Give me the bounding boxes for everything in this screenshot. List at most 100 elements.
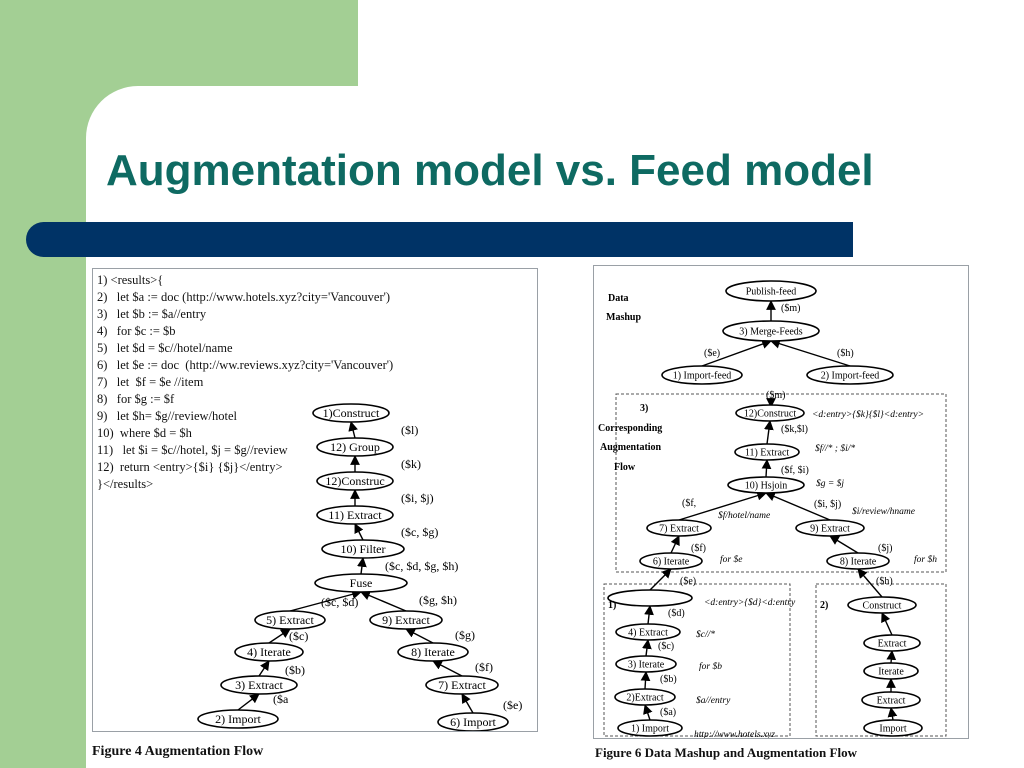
slide-top-band bbox=[358, 0, 1024, 86]
flow-node: 3) Extract bbox=[220, 675, 298, 695]
title-underline-bar bbox=[26, 222, 853, 257]
svg-text:3) Extract: 3) Extract bbox=[235, 678, 283, 692]
flow-node: 11) Extract bbox=[316, 505, 394, 525]
expression-annotation: $f/hotel/name bbox=[718, 510, 770, 521]
svg-text:2)Extract: 2)Extract bbox=[626, 693, 663, 704]
code-line: 5) let $d = $c//hotel/name bbox=[97, 341, 233, 355]
svg-text:6) Iterate: 6) Iterate bbox=[653, 557, 690, 568]
flow-edge bbox=[268, 628, 291, 644]
flow-edge bbox=[770, 338, 851, 367]
flow-node: 2) Import-feed bbox=[806, 365, 894, 385]
svg-text:8) Iterate: 8) Iterate bbox=[411, 645, 455, 659]
flow-node: Iterate bbox=[863, 662, 919, 680]
svg-text:1) Import-feed: 1) Import-feed bbox=[673, 371, 732, 382]
flow-node: 10) Filter bbox=[321, 539, 405, 559]
expression-annotation: <d:entry>{$d}<d:entry bbox=[704, 597, 796, 608]
svg-text:11) Extract: 11) Extract bbox=[745, 448, 790, 459]
svg-text:11) Extract: 11) Extract bbox=[328, 508, 382, 522]
svg-text:9) Extract: 9) Extract bbox=[810, 524, 850, 535]
edge-label: ($f) bbox=[691, 543, 706, 554]
section-label: Data bbox=[608, 293, 629, 304]
flow-edge bbox=[258, 660, 270, 677]
svg-text:2) Import: 2) Import bbox=[215, 712, 261, 726]
flow-node: 7) Extract bbox=[646, 519, 712, 537]
flow-node: 3) Iterate bbox=[615, 655, 677, 673]
expression-annotation: $g = $j bbox=[816, 478, 844, 489]
svg-text:3) Iterate: 3) Iterate bbox=[628, 660, 665, 671]
code-line: 11) let $i = $c//hotel, $j = $g//review bbox=[97, 443, 288, 457]
edge-label: ($d) bbox=[668, 608, 685, 619]
flow-node: Extract bbox=[863, 634, 921, 652]
edge-label: ($k,$l) bbox=[781, 424, 808, 435]
svg-text:6) Import: 6) Import bbox=[450, 715, 496, 729]
section-label: Corresponding bbox=[598, 423, 662, 434]
edge-label: ($a bbox=[273, 692, 289, 706]
flow-node: 1) Import bbox=[617, 719, 683, 737]
flow-edge bbox=[829, 535, 859, 554]
flow-node: 5) Extract bbox=[254, 610, 326, 630]
svg-text:4) Extract: 4) Extract bbox=[628, 628, 668, 639]
code-line: 10) where $d = $h bbox=[97, 426, 192, 440]
flow-node: 9) Extract bbox=[795, 519, 865, 537]
expression-annotation: for $h bbox=[914, 554, 937, 565]
edge-label: ($b) bbox=[660, 674, 677, 685]
edge-label: ($i, $j) bbox=[401, 491, 434, 505]
svg-text:10) Hsjoin: 10) Hsjoin bbox=[745, 481, 788, 492]
edge-label: ($c) bbox=[658, 641, 674, 652]
flow-node: 12)Construct bbox=[735, 404, 805, 422]
edge-label: ($b) bbox=[285, 663, 305, 677]
edge-label: ($a) bbox=[660, 707, 676, 718]
code-line: 6) let $e := doc (http://ww.reviews.xyz?… bbox=[97, 358, 394, 372]
edge-label: ($k) bbox=[401, 457, 421, 471]
flow-edge bbox=[649, 568, 672, 591]
slide-title: Augmentation model vs. Feed model bbox=[106, 146, 874, 195]
edge-label: ($e) bbox=[503, 698, 522, 712]
svg-text:12) Group: 12) Group bbox=[330, 440, 380, 454]
code-line: 12) return <entry>{$i} {$j}</entry> bbox=[97, 460, 283, 474]
svg-text:9) Extract: 9) Extract bbox=[382, 613, 430, 627]
flow-node: 10) Hsjoin bbox=[727, 476, 805, 494]
svg-text:Construct: Construct bbox=[863, 601, 902, 612]
flow-edge bbox=[360, 590, 407, 612]
flow-edge bbox=[357, 557, 367, 575]
flow-node: 12) Group bbox=[316, 437, 394, 457]
flow-node: 8) Iterate bbox=[826, 552, 890, 570]
flow-edge bbox=[432, 660, 463, 677]
svg-text:2) Import-feed: 2) Import-feed bbox=[821, 371, 880, 382]
flow-edge bbox=[670, 535, 680, 554]
svg-text:12)Construc: 12)Construc bbox=[325, 474, 384, 488]
flow-node: Extract bbox=[861, 691, 921, 709]
flow-node: 1) Import-feed bbox=[661, 365, 743, 385]
expression-annotation: <d:entry>{$k}{$l}<d:entry> bbox=[812, 409, 924, 420]
flow-edge bbox=[886, 650, 897, 664]
code-line: 3) let $b := $a//entry bbox=[97, 307, 207, 321]
edge-label: ($h) bbox=[837, 348, 854, 359]
expression-annotation: for $b bbox=[699, 661, 722, 672]
flow-edge bbox=[237, 693, 260, 711]
svg-text:8) Iterate: 8) Iterate bbox=[840, 557, 877, 568]
figure-6-caption: Figure 6 Data Mashup and Augmentation Fl… bbox=[595, 745, 857, 760]
code-line: 9) let $h= $g//review/hotel bbox=[97, 409, 238, 423]
flow-node: 2) Import bbox=[197, 709, 279, 729]
flow-edge bbox=[701, 339, 772, 367]
code-line: 8) for $g := $f bbox=[97, 392, 175, 406]
flow-edge bbox=[642, 639, 652, 657]
svg-text:7) Extract: 7) Extract bbox=[659, 524, 699, 535]
flow-node: 2)Extract bbox=[614, 688, 676, 706]
flow-edge bbox=[881, 612, 893, 636]
flow-edge bbox=[887, 707, 898, 721]
flow-edge bbox=[764, 420, 774, 445]
edge-label: ($f) bbox=[475, 660, 493, 674]
edge-label: ($e) bbox=[704, 348, 720, 359]
flow-1-region bbox=[603, 583, 791, 737]
flow-node: 7) Extract bbox=[425, 675, 499, 695]
code-line: 7) let $f = $e //item bbox=[97, 375, 204, 389]
section-label: 2) bbox=[820, 600, 828, 611]
expression-annotation: http://www.hotels.xyz bbox=[694, 730, 775, 738]
flow-node: 12)Construc bbox=[316, 471, 394, 491]
section-label: Flow bbox=[614, 462, 636, 473]
augmentation-region bbox=[615, 393, 947, 573]
figure-4-augmentation-flow: 1) <results>{2) let $a := doc (http://ww… bbox=[92, 268, 538, 732]
svg-text:Publish-feed: Publish-feed bbox=[746, 287, 797, 298]
